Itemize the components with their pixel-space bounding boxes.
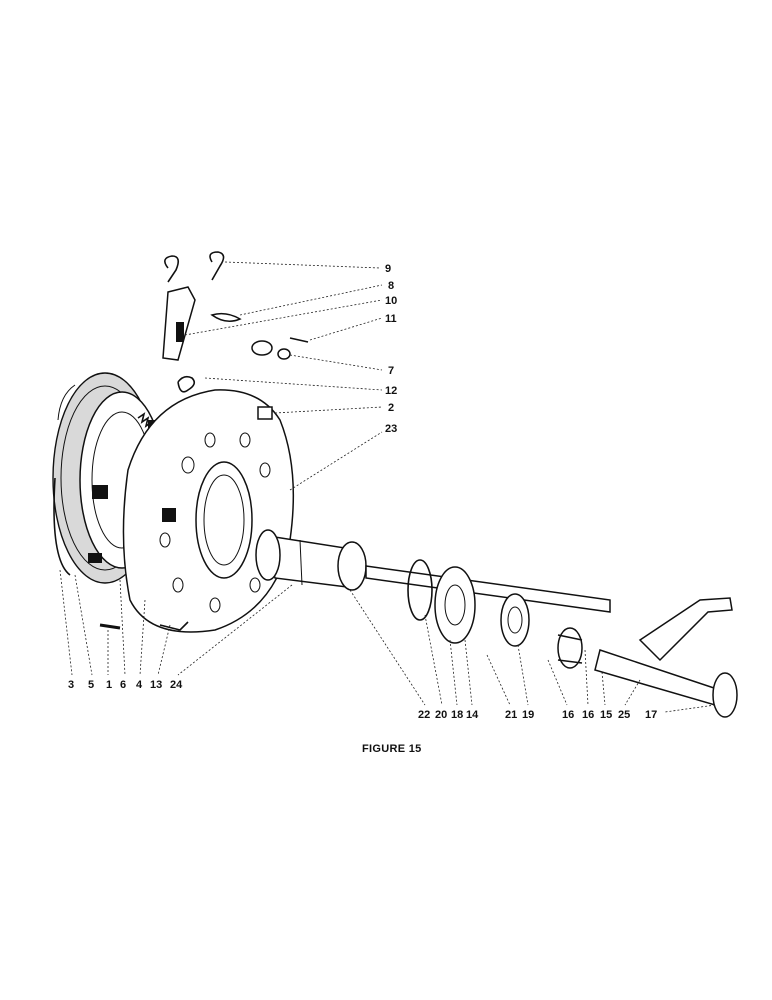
split-pin	[210, 312, 242, 322]
callout-20: 20	[435, 709, 447, 721]
bearing-housing	[434, 566, 476, 644]
roller-cage	[557, 627, 583, 669]
clevis-link	[251, 337, 309, 360]
callout-21: 21	[505, 709, 517, 721]
axle-tube	[594, 649, 738, 718]
mounting-bracket	[638, 597, 733, 662]
callout-17: 17	[645, 709, 657, 721]
callout-9: 9	[385, 263, 391, 275]
callout-15: 15	[600, 709, 612, 721]
callout-25: 25	[618, 709, 630, 721]
o-ring	[407, 559, 433, 621]
callout-4: 4	[136, 679, 143, 691]
leader-lines	[59, 261, 716, 713]
callout-12: 12	[385, 385, 397, 397]
callout-18: 18	[451, 709, 463, 721]
callout-23: 23	[385, 423, 397, 435]
figure-caption: FIGURE 15	[362, 743, 422, 755]
spring-clip	[177, 375, 196, 393]
callout-6: 6	[120, 679, 126, 691]
bolt	[257, 406, 273, 420]
bearing	[500, 593, 530, 647]
callout-3: 3	[68, 679, 74, 691]
callout-14: 14	[466, 709, 479, 721]
callout-11: 11	[385, 313, 397, 325]
callout-2: 2	[388, 402, 394, 414]
callout-labels: 9 8 10 11 7 12 2 23 3 5 1 6 4 13 24 22 2…	[68, 263, 657, 721]
callout-10: 10	[385, 295, 397, 307]
callout-8: 8	[388, 280, 394, 292]
callout-7: 7	[388, 365, 394, 377]
callout-16-right: 16	[582, 709, 594, 721]
callout-19: 19	[522, 709, 534, 721]
callout-5: 5	[88, 679, 94, 691]
clip-pair	[164, 251, 225, 283]
callout-13: 13	[150, 679, 162, 691]
stud-pin	[99, 623, 121, 630]
axle-shaft	[365, 565, 611, 613]
callout-1: 1	[106, 679, 112, 691]
hub-sleeve	[255, 529, 367, 591]
backplate	[122, 389, 295, 633]
lever-arm	[162, 286, 196, 361]
callout-16-left: 16	[562, 709, 574, 721]
callout-22: 22	[418, 709, 430, 721]
callout-24: 24	[170, 679, 183, 691]
